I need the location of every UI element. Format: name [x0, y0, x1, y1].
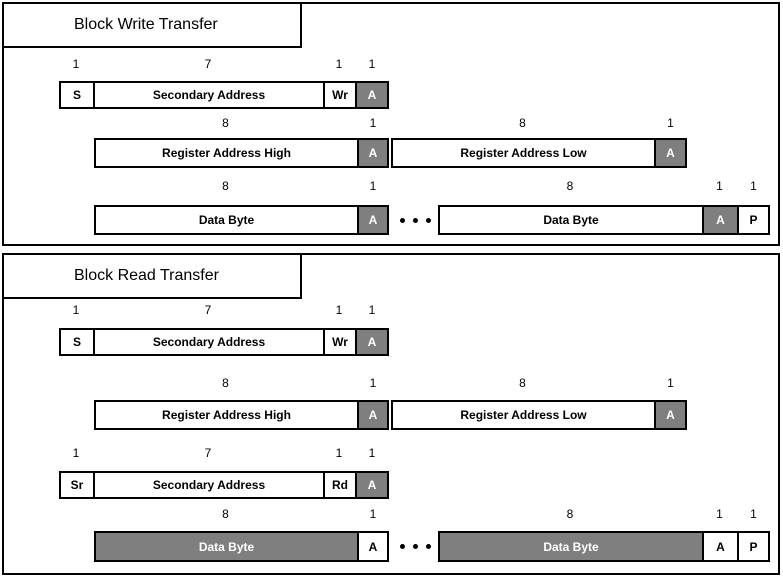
cell-a: A	[357, 531, 389, 562]
cell-data-byte: Data Byte	[438, 531, 704, 562]
bit-width-label: 1	[369, 376, 377, 390]
dot-icon	[425, 544, 431, 549]
bit-width-label: 8	[519, 116, 526, 130]
section-title-label: Block Write Transfer	[74, 16, 218, 33]
continuation-dots	[399, 205, 431, 235]
cell-p: P	[737, 205, 770, 235]
bit-width-label: 1	[369, 507, 377, 521]
cell-secondary-address: Secondary Address	[93, 328, 325, 356]
bit-width-label: 8	[222, 116, 229, 130]
cell-register-address-low: Register Address Low	[391, 138, 656, 168]
cell-rd: Rd	[323, 471, 357, 499]
bit-width-label: 7	[204, 57, 212, 71]
section-title-block-read: Block Read Transfer	[2, 253, 302, 299]
bit-width-label: 8	[519, 376, 526, 390]
dot-icon	[399, 217, 405, 223]
cell-data-byte: Data Byte	[94, 531, 359, 562]
bit-width-label: 8	[222, 376, 229, 390]
dot-icon	[399, 544, 405, 549]
bit-width-label: 7	[204, 446, 212, 460]
continuation-dots	[399, 531, 431, 562]
bit-width-label: 1	[368, 446, 376, 460]
bit-width-label: 8	[566, 179, 574, 193]
bit-width-label: 1	[72, 446, 80, 460]
cell-p: P	[737, 531, 770, 562]
cell-register-address-low: Register Address Low	[391, 400, 656, 430]
bit-width-label: 1	[750, 507, 757, 521]
bit-width-label: 1	[72, 57, 80, 71]
section-frame-block-write	[2, 2, 780, 246]
cell-secondary-address: Secondary Address	[93, 471, 325, 499]
bit-width-label: 1	[750, 179, 757, 193]
cell-a: A	[702, 205, 739, 235]
cell-register-address-high: Register Address High	[94, 138, 359, 168]
bit-width-label: 8	[222, 507, 229, 521]
cell-secondary-address: Secondary Address	[93, 81, 325, 109]
bit-width-label: 1	[667, 116, 674, 130]
bit-width-label: 1	[335, 57, 343, 71]
section-frame-block-read	[2, 253, 780, 575]
bit-width-label: 1	[368, 57, 376, 71]
section-title-label: Block Read Transfer	[74, 267, 219, 284]
cell-a: A	[357, 400, 389, 430]
cell-a: A	[357, 205, 389, 235]
cell-wr: Wr	[323, 328, 357, 356]
bit-width-label: 1	[369, 179, 377, 193]
cell-wr: Wr	[323, 81, 357, 109]
dot-icon	[412, 544, 418, 549]
bit-width-label: 1	[335, 446, 343, 460]
section-title-block-write: Block Write Transfer	[2, 2, 302, 48]
cell-a: A	[654, 400, 687, 430]
dot-icon	[412, 217, 418, 223]
cell-a: A	[654, 138, 687, 168]
bit-width-label: 1	[716, 179, 723, 193]
cell-a: A	[355, 471, 389, 499]
cell-a: A	[357, 138, 389, 168]
bit-width-label: 1	[369, 116, 377, 130]
cell-data-byte: Data Byte	[94, 205, 359, 235]
dot-icon	[425, 217, 431, 223]
bit-width-label: 7	[204, 303, 212, 317]
cell-data-byte: Data Byte	[438, 205, 704, 235]
bit-width-label: 1	[667, 376, 674, 390]
cell-sr: Sr	[59, 471, 95, 499]
cell-register-address-high: Register Address High	[94, 400, 359, 430]
bit-width-label: 1	[716, 507, 723, 521]
cell-s: S	[59, 81, 95, 109]
bit-width-label: 1	[72, 303, 80, 317]
bit-width-label: 1	[368, 303, 376, 317]
cell-a: A	[355, 328, 389, 356]
cell-a: A	[355, 81, 389, 109]
bit-width-label: 1	[335, 303, 343, 317]
bit-width-label: 8	[566, 507, 574, 521]
bit-width-label: 8	[222, 179, 229, 193]
cell-s: S	[59, 328, 95, 356]
cell-a: A	[702, 531, 739, 562]
